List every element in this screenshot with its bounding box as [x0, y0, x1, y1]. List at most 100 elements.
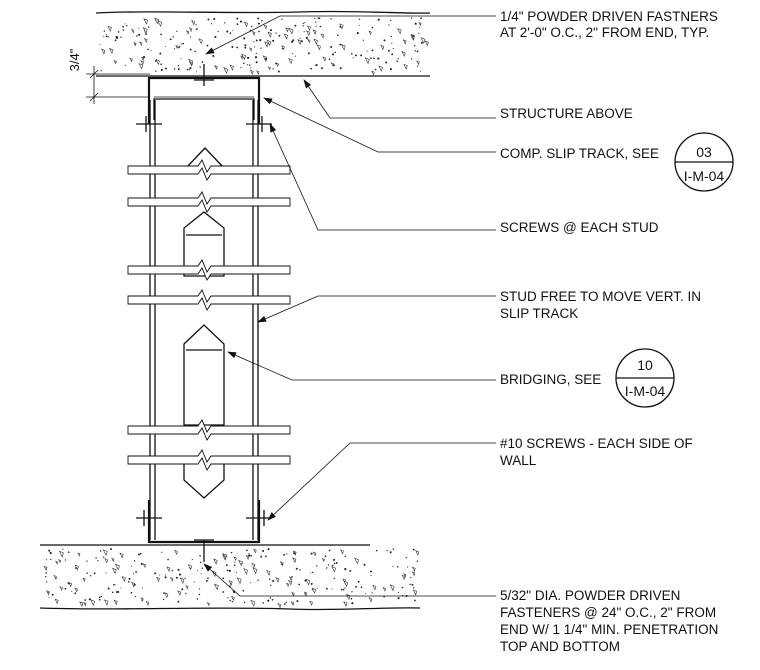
concrete-aggregate: [225, 564, 228, 566]
concrete-aggregate: [177, 590, 182, 596]
concrete-aggregate: [223, 67, 229, 75]
concrete-aggregate: [350, 597, 353, 600]
concrete-aggregate: [389, 68, 392, 71]
concrete-aggregate: [239, 20, 243, 23]
concrete-aggregate: [114, 39, 117, 42]
concrete-aggregate: [250, 582, 252, 584]
concrete-aggregate: [262, 602, 265, 604]
concrete-aggregate: [46, 559, 48, 561]
concrete-aggregate: [206, 602, 210, 607]
concrete-aggregate: [253, 548, 257, 554]
concrete-aggregate: [325, 567, 328, 569]
concrete-aggregate: [212, 51, 214, 53]
concrete-aggregate: [169, 38, 172, 41]
concrete-aggregate: [339, 23, 344, 30]
concrete-aggregate: [155, 70, 157, 72]
concrete-aggregate: [114, 584, 116, 586]
concrete-aggregate: [136, 34, 138, 37]
concrete-aggregate: [267, 66, 271, 71]
concrete-aggregate: [199, 554, 201, 557]
concrete-aggregate: [43, 565, 48, 571]
concrete-aggregate: [111, 557, 115, 563]
concrete-aggregate: [172, 36, 174, 38]
concrete-aggregate: [131, 581, 136, 588]
note-line: STRUCTURE ABOVE: [500, 106, 633, 121]
concrete-aggregate: [159, 52, 162, 55]
concrete-aggregate: [310, 572, 312, 574]
concrete-aggregate: [344, 587, 346, 589]
concrete-aggregate: [303, 31, 305, 33]
note-line: SCREWS @ EACH STUD: [500, 220, 659, 235]
concrete-aggregate: [390, 551, 392, 553]
concrete-aggregate: [370, 575, 372, 577]
concrete-aggregate: [288, 576, 293, 582]
detail-callout-bridging[interactable]: 10 I-M-04: [615, 348, 675, 408]
concrete-aggregate: [135, 571, 137, 573]
concrete-aggregate: [418, 21, 422, 27]
concrete-aggregate: [50, 558, 52, 561]
concrete-aggregate: [419, 27, 421, 29]
concrete-aggregate: [147, 48, 149, 51]
detail-callout-slip-track[interactable]: 03 I-M-04: [674, 132, 734, 192]
concrete-aggregate: [261, 20, 263, 22]
bottom-track: [136, 500, 272, 562]
concrete-aggregate: [45, 572, 47, 574]
concrete-aggregate: [244, 46, 247, 49]
concrete-aggregate: [77, 552, 81, 557]
concrete-aggregate: [226, 30, 229, 33]
concrete-aggregate: [363, 563, 366, 566]
concrete-aggregate: [392, 48, 394, 50]
concrete-aggregate: [264, 41, 269, 48]
concrete-aggregate: [254, 56, 258, 59]
concrete-aggregate: [314, 21, 317, 23]
concrete-aggregate: [392, 548, 394, 550]
concrete-aggregate: [113, 59, 117, 65]
concrete-aggregate: [243, 37, 246, 40]
concrete-aggregate: [124, 65, 126, 67]
concrete-aggregate: [45, 581, 48, 583]
break-lines: [127, 159, 291, 471]
concrete-aggregate: [328, 58, 331, 61]
concrete-aggregate: [247, 56, 250, 59]
concrete-aggregate: [275, 62, 279, 67]
concrete-aggregate: [268, 578, 271, 580]
concrete-aggregate: [305, 36, 308, 40]
concrete-aggregate: [269, 597, 272, 599]
concrete-aggregate: [188, 60, 194, 67]
concrete-aggregate: [95, 557, 97, 559]
concrete-aggregate: [410, 35, 415, 41]
concrete-aggregate: [320, 33, 325, 39]
concrete-aggregate: [272, 39, 275, 42]
concrete-aggregate: [49, 551, 52, 555]
concrete-aggregate: [128, 577, 131, 580]
bridging-members: [183, 147, 225, 499]
leader-lines: [203, 15, 496, 597]
concrete-aggregate: [283, 33, 289, 40]
concrete-aggregate: [124, 23, 126, 25]
callout-sheet-number: I-M-04: [625, 383, 666, 399]
concrete-aggregate: [420, 37, 426, 44]
concrete-aggregate: [201, 567, 204, 569]
concrete-aggregate: [145, 33, 147, 35]
concrete-aggregate: [368, 597, 373, 603]
concrete-aggregate: [371, 70, 375, 76]
concrete-aggregate: [114, 563, 120, 571]
concrete-aggregate: [99, 43, 101, 45]
concrete-aggregate: [140, 60, 144, 66]
concrete-aggregate: [342, 578, 346, 584]
concrete-aggregate: [277, 70, 280, 73]
concrete-aggregate: [165, 45, 167, 48]
concrete-aggregate: [397, 591, 399, 594]
concrete-aggregate: [234, 561, 236, 563]
concrete-aggregate: [288, 27, 294, 35]
concrete-aggregate: [412, 589, 418, 596]
concrete-aggregate: [258, 30, 260, 33]
concrete-aggregate: [90, 599, 96, 607]
callout-sheet-number: I-M-04: [684, 168, 725, 184]
concrete-aggregate: [154, 572, 157, 575]
concrete-aggregate: [103, 30, 106, 32]
concrete-aggregate: [358, 18, 361, 20]
concrete-aggregate: [109, 47, 114, 54]
concrete-aggregate: [315, 64, 317, 66]
concrete-aggregate: [178, 573, 182, 576]
